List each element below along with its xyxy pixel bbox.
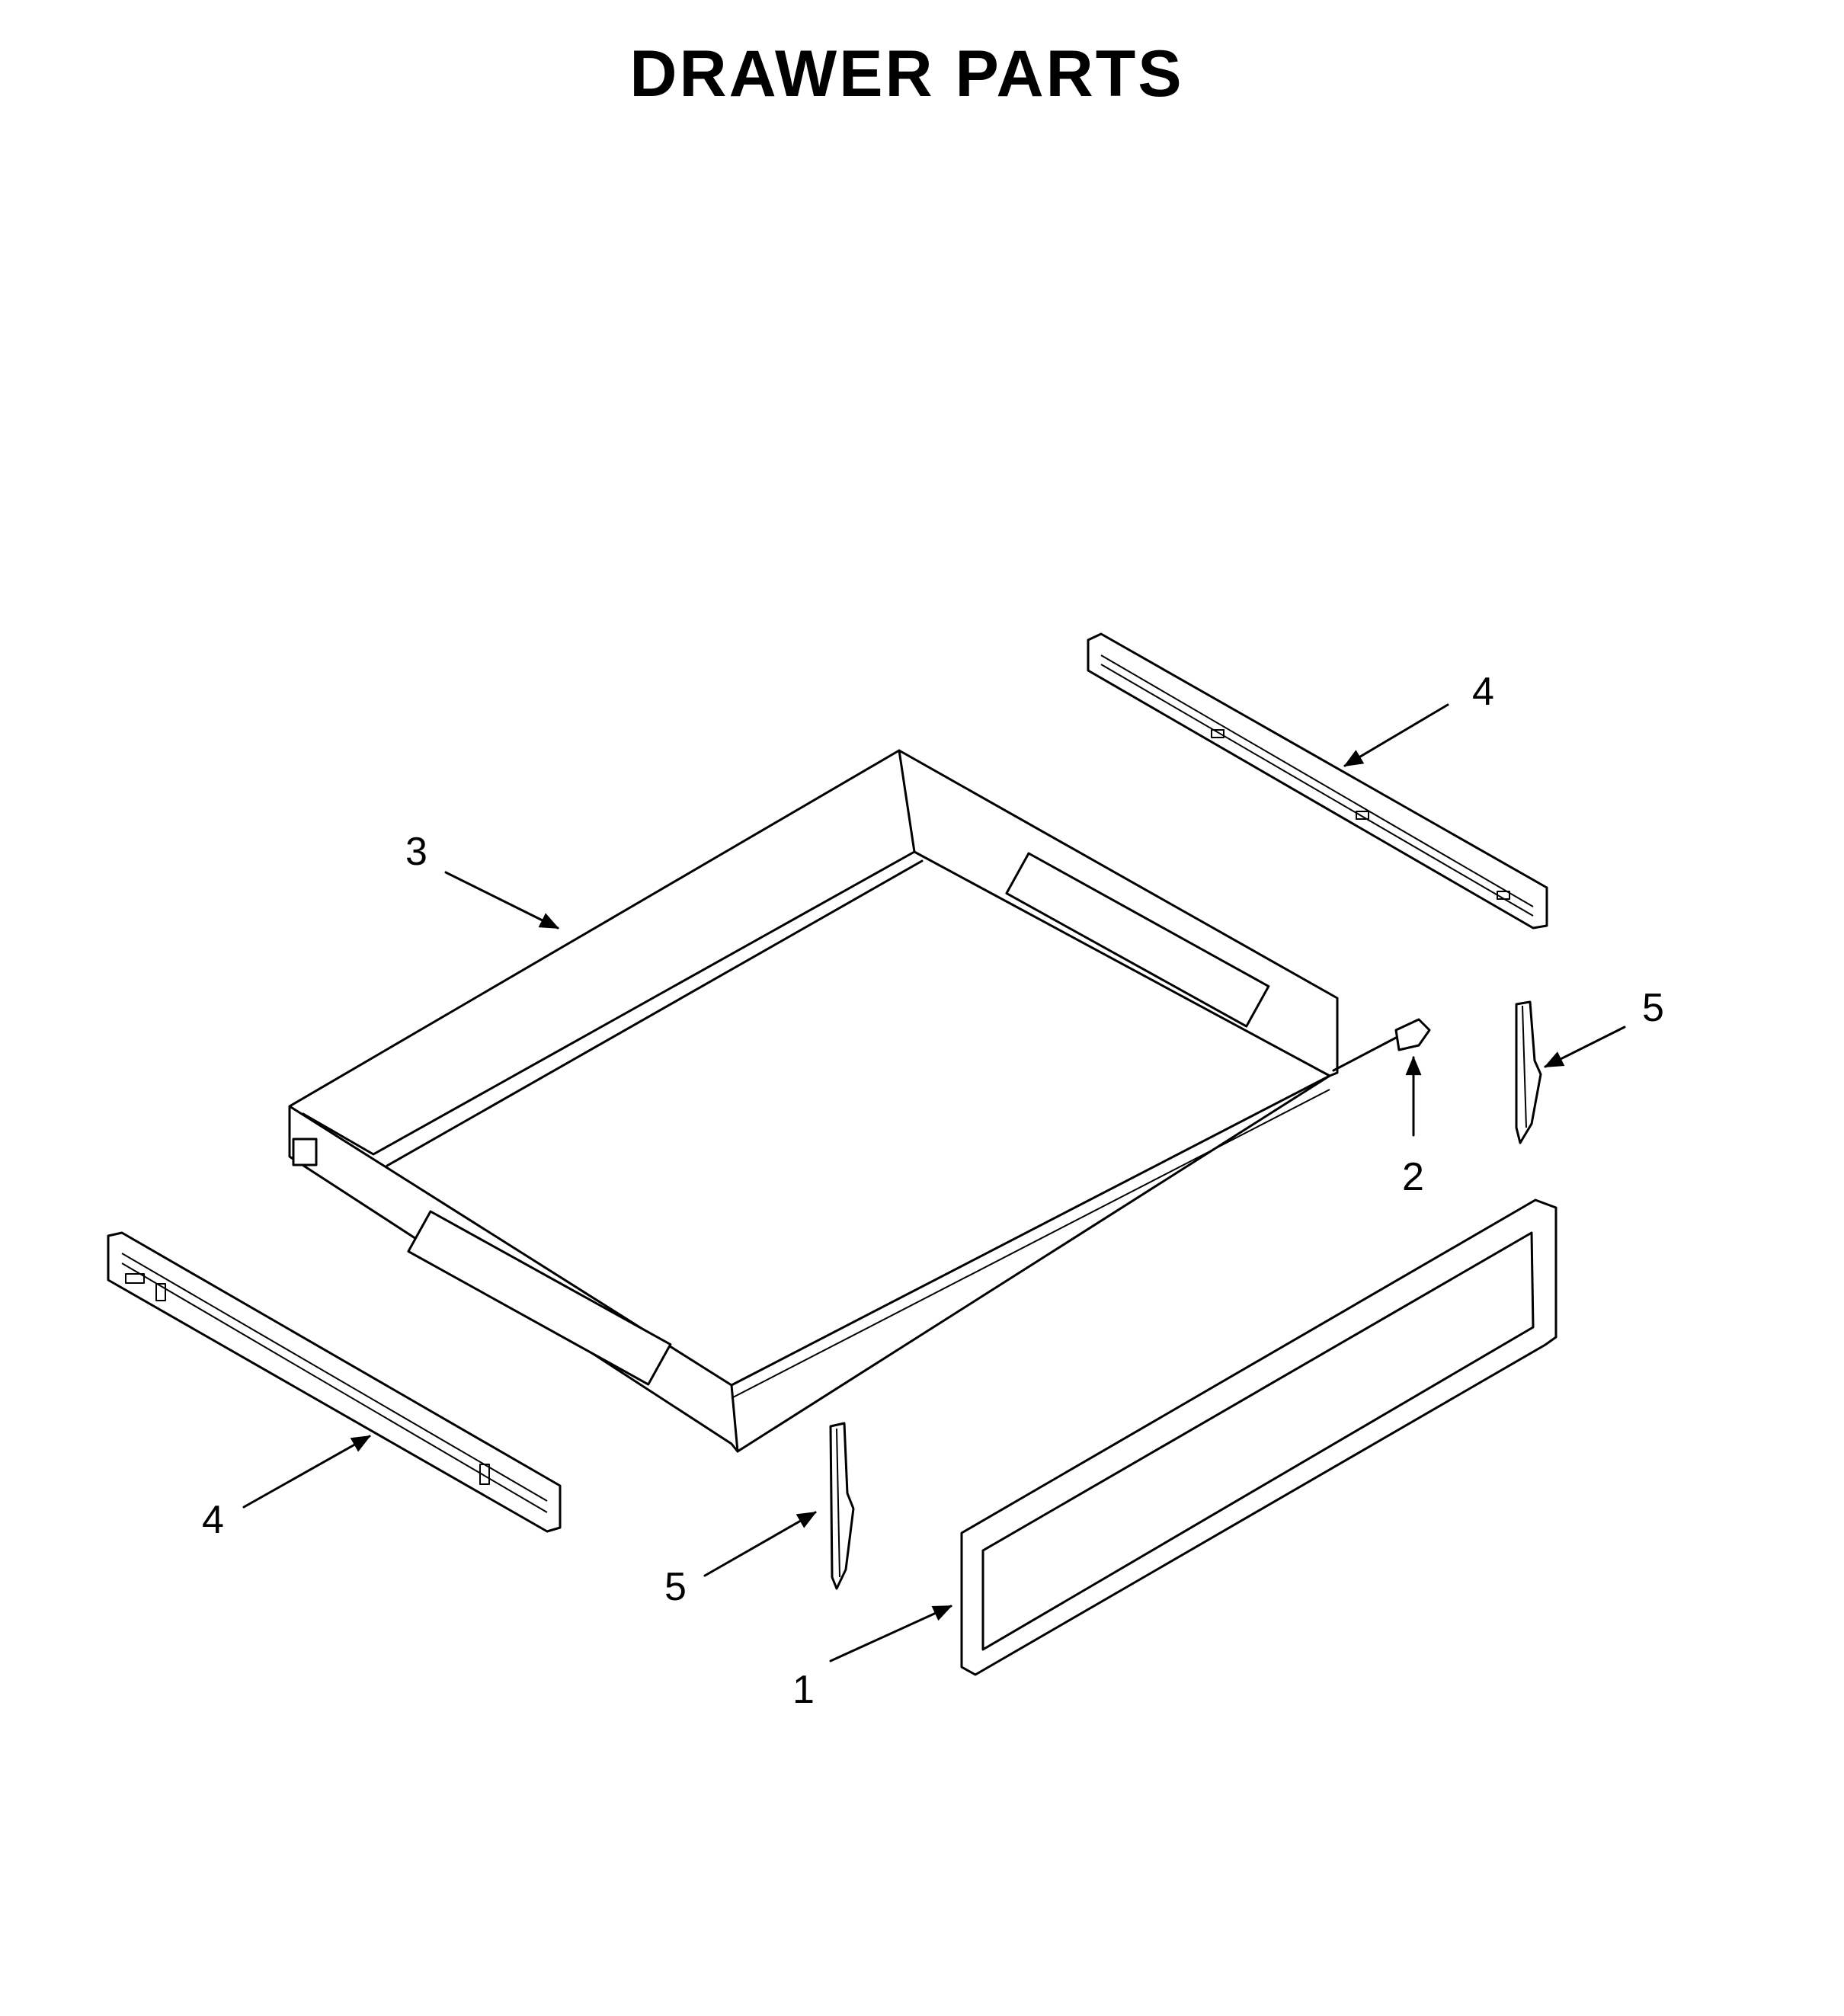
drawer-box — [288, 749, 1339, 1453]
drawer-bracket-right — [1515, 1000, 1542, 1144]
callout-arrow-5-right — [1544, 1026, 1626, 1068]
screw — [1332, 1018, 1431, 1072]
callout-arrow-4-right — [1343, 703, 1449, 767]
callout-1: 1 — [792, 1668, 815, 1712]
callout-arrow-1 — [829, 1605, 952, 1662]
callout-5-right: 5 — [1642, 986, 1664, 1030]
callout-3: 3 — [405, 830, 427, 874]
drawer-slide-rail-right — [1087, 632, 1548, 930]
callout-4-left: 4 — [202, 1498, 224, 1542]
callout-arrow-3 — [444, 871, 559, 930]
callout-4-right: 4 — [1472, 670, 1494, 714]
drawer-bracket-left — [829, 1422, 855, 1590]
callout-2: 2 — [1402, 1155, 1424, 1199]
callout-arrow-4-left — [242, 1435, 371, 1509]
callout-arrow-5-left — [703, 1511, 817, 1577]
drawer-slide-rail-left — [107, 1231, 562, 1533]
drawer-front-panel — [960, 1198, 1557, 1676]
callout-5-left: 5 — [664, 1565, 687, 1609]
page-title: DRAWER PARTS — [629, 37, 1184, 110]
